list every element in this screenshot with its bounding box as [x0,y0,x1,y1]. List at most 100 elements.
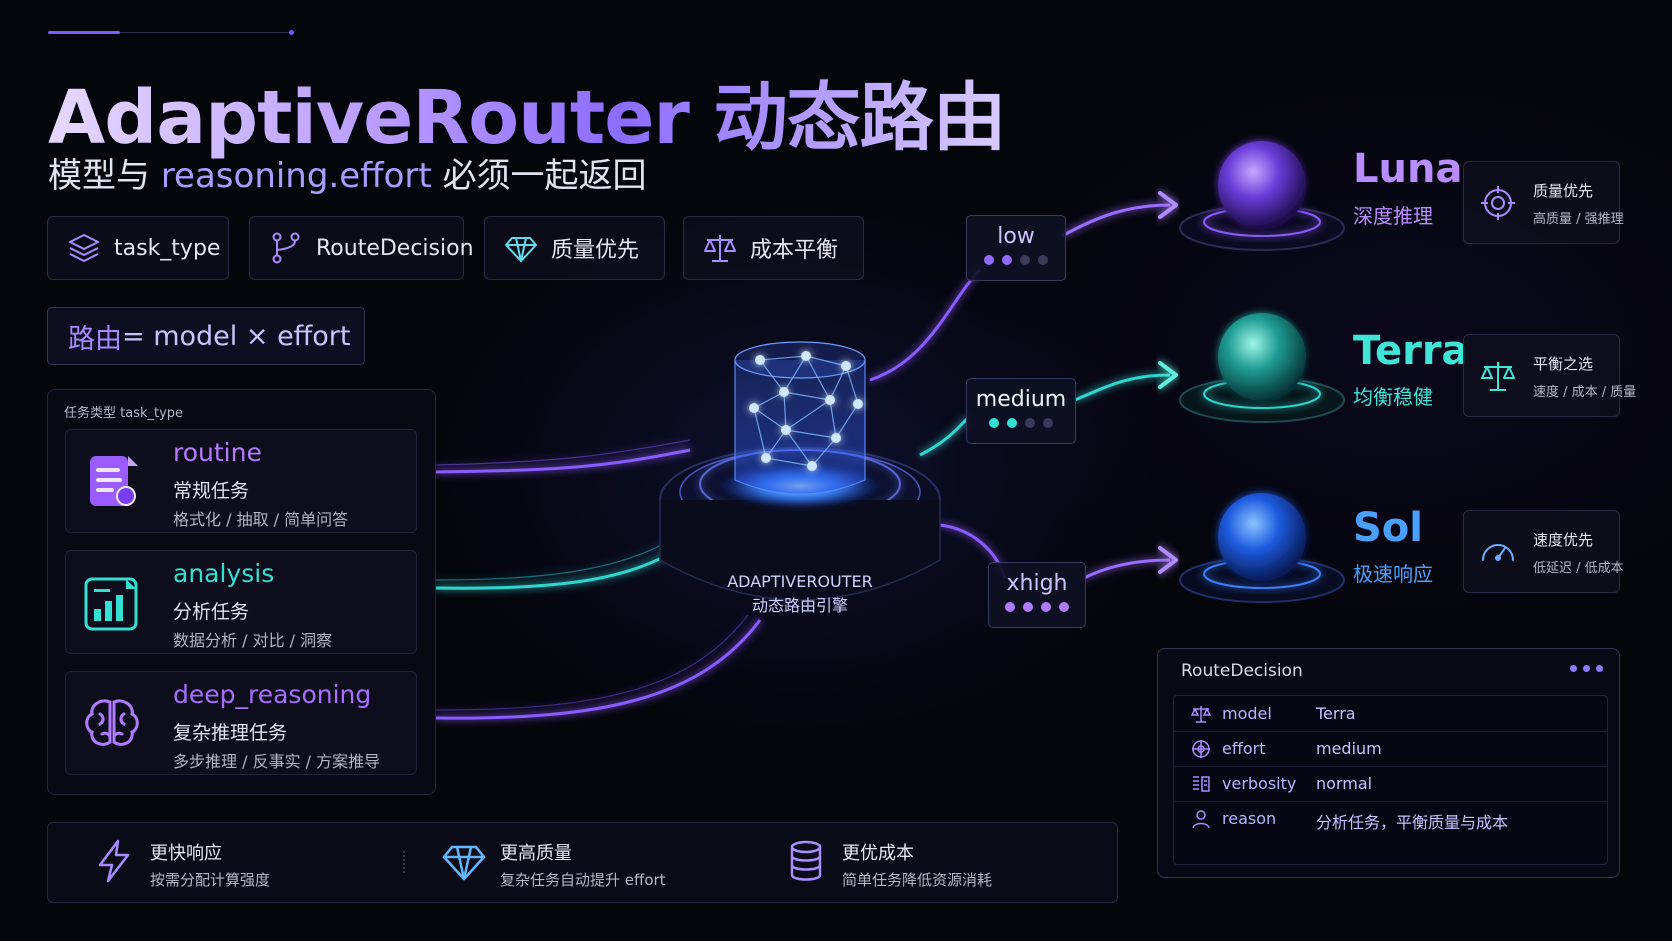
benefit-title: 更高质量 [500,843,572,864]
task-desc: 格式化 / 抽取 / 简单问答 [173,510,349,529]
benefits-bar: 更快响应 按需分配计算强度 更高质量 复杂任务自动提升 effort 更优成本 … [47,822,1118,903]
decision-row-effort: effort medium [1174,731,1607,767]
feature-desc: 高质量 / 强推理 [1533,212,1624,227]
formula-prefix: 路由 [68,323,122,355]
decision-value: 分析任务，平衡质量与成本 [1316,813,1509,832]
layers-icon [69,234,99,262]
orb-terra [1179,313,1345,423]
benefit-title: 更优成本 [842,843,914,864]
feature-title: 速度优先 [1533,531,1594,549]
brain-icon [85,699,139,746]
benefit-desc: 按需分配计算强度 [150,871,271,889]
model-sub-sol: 极速响应 [1353,562,1433,586]
chip-quality-first[interactable]: 质量优先 [484,216,665,280]
effort-label: medium [975,387,1067,412]
more-icon[interactable] [1570,665,1603,672]
task-desc: 多步推理 / 反事实 / 方案推导 [173,752,381,771]
feature-title: 质量优先 [1533,182,1594,200]
diamond-icon [442,845,486,881]
flow-arrows [1158,191,1178,574]
divider [403,851,407,873]
route-decision-panel: RouteDecision model Terra effort medium … [1157,648,1620,878]
effort-level-dots [967,255,1065,265]
chip-cost-balance[interactable]: 成本平衡 [683,216,864,280]
effort-tag-low: low [966,215,1066,281]
route-icon [272,232,300,264]
route-formula: 路由 = model × effort [47,307,365,365]
decision-key: model [1222,704,1272,723]
database-icon [790,840,822,881]
benefit-desc: 简单任务降低资源消耗 [842,871,993,889]
task-sub: 常规任务 [173,480,250,502]
decision-value: normal [1316,774,1373,793]
model-sub-luna: 深度推理 [1353,204,1433,228]
chip-label: RouteDecision [316,235,474,261]
router-engine [659,341,941,601]
orb-sol [1179,493,1345,603]
task-analysis[interactable]: analysis 分析任务 数据分析 / 对比 / 洞察 [65,550,417,654]
orb-luna [1179,141,1345,251]
output-flow-lines [869,203,1171,580]
lightning-icon [98,839,130,883]
feature-title: 平衡之选 [1533,355,1594,373]
effort-level-dots [967,418,1075,428]
decision-value: Terra [1316,704,1356,723]
subtitle-highlight: reasoning.effort [160,156,432,196]
scale-icon [1481,362,1515,391]
engine-label-en: ADAPTIVEROUTER [727,572,873,591]
decision-title: RouteDecision [1181,661,1303,681]
feature-card-terra: 平衡之选 速度 / 成本 / 质量 [1463,334,1636,417]
task-desc: 数据分析 / 对比 / 洞察 [173,631,333,650]
decision-table: model Terra effort medium verbosity norm… [1173,695,1608,865]
decision-row-model: model Terra [1174,696,1607,732]
benefit-title: 更快响应 [150,843,222,864]
scale-icon [704,235,736,262]
compass-icon [1192,740,1210,758]
document-icon [90,456,138,506]
chip-label: 质量优先 [551,238,640,263]
feature-desc: 速度 / 成本 / 质量 [1533,385,1637,400]
decision-key: reason [1222,809,1277,828]
accent-line [48,31,120,34]
task-type-panel: 任务类型 task_type routine 常规任务 格式化 / 抽取 / 简… [47,389,436,795]
accent-rule [120,32,290,33]
text-lines-icon [1193,776,1210,792]
decision-row-verbosity: verbosity normal [1174,766,1607,802]
effort-label: xhigh [1006,571,1068,596]
model-name-sol: Sol [1353,505,1423,551]
task-deep-reasoning[interactable]: deep_reasoning 复杂推理任务 多步推理 / 反事实 / 方案推导 [65,671,417,775]
task-name: analysis [173,559,275,588]
target-icon [1481,186,1515,220]
user-icon [1192,810,1210,829]
engine-label: ADAPTIVEROUTER 动态路由引擎 [710,570,890,618]
panel-title: 任务类型 task_type [64,406,184,421]
decision-key: effort [1222,739,1266,758]
decision-key: verbosity [1222,774,1297,793]
task-sub: 复杂推理任务 [173,722,288,744]
bar-chart-icon [84,577,138,631]
chip-route-decision[interactable]: RouteDecision [249,216,474,280]
effort-level-dots [989,602,1085,612]
task-routine[interactable]: routine 常规任务 格式化 / 抽取 / 简单问答 [65,429,417,533]
gauge-icon [1482,544,1514,561]
formula-rest: = model × effort [122,320,351,352]
subtitle-pre: 模型与 [48,156,161,196]
feature-card-sol: 速度优先 低延迟 / 低成本 [1463,510,1624,593]
benefit-desc: 复杂任务自动提升 effort [500,871,666,889]
effort-label: low [997,224,1035,249]
page-title: AdaptiveRouter 动态路由 [48,58,1007,165]
page-subtitle: 模型与 reasoning.effort 必须一起返回 [48,148,647,197]
scale-icon [1190,706,1212,723]
task-name: routine [173,438,262,467]
diamond-icon [505,237,537,262]
chip-task-type[interactable]: task_type [47,216,229,280]
decision-value: medium [1316,739,1382,758]
task-sub: 分析任务 [173,601,250,623]
feature-card-luna: 质量优先 高质量 / 强推理 [1463,161,1624,244]
accent-dot [289,30,294,35]
effort-tag-medium: medium [966,378,1076,444]
feature-desc: 低延迟 / 低成本 [1533,561,1624,576]
model-name-luna: Luna [1353,146,1463,192]
model-sub-terra: 均衡稳健 [1353,385,1433,409]
